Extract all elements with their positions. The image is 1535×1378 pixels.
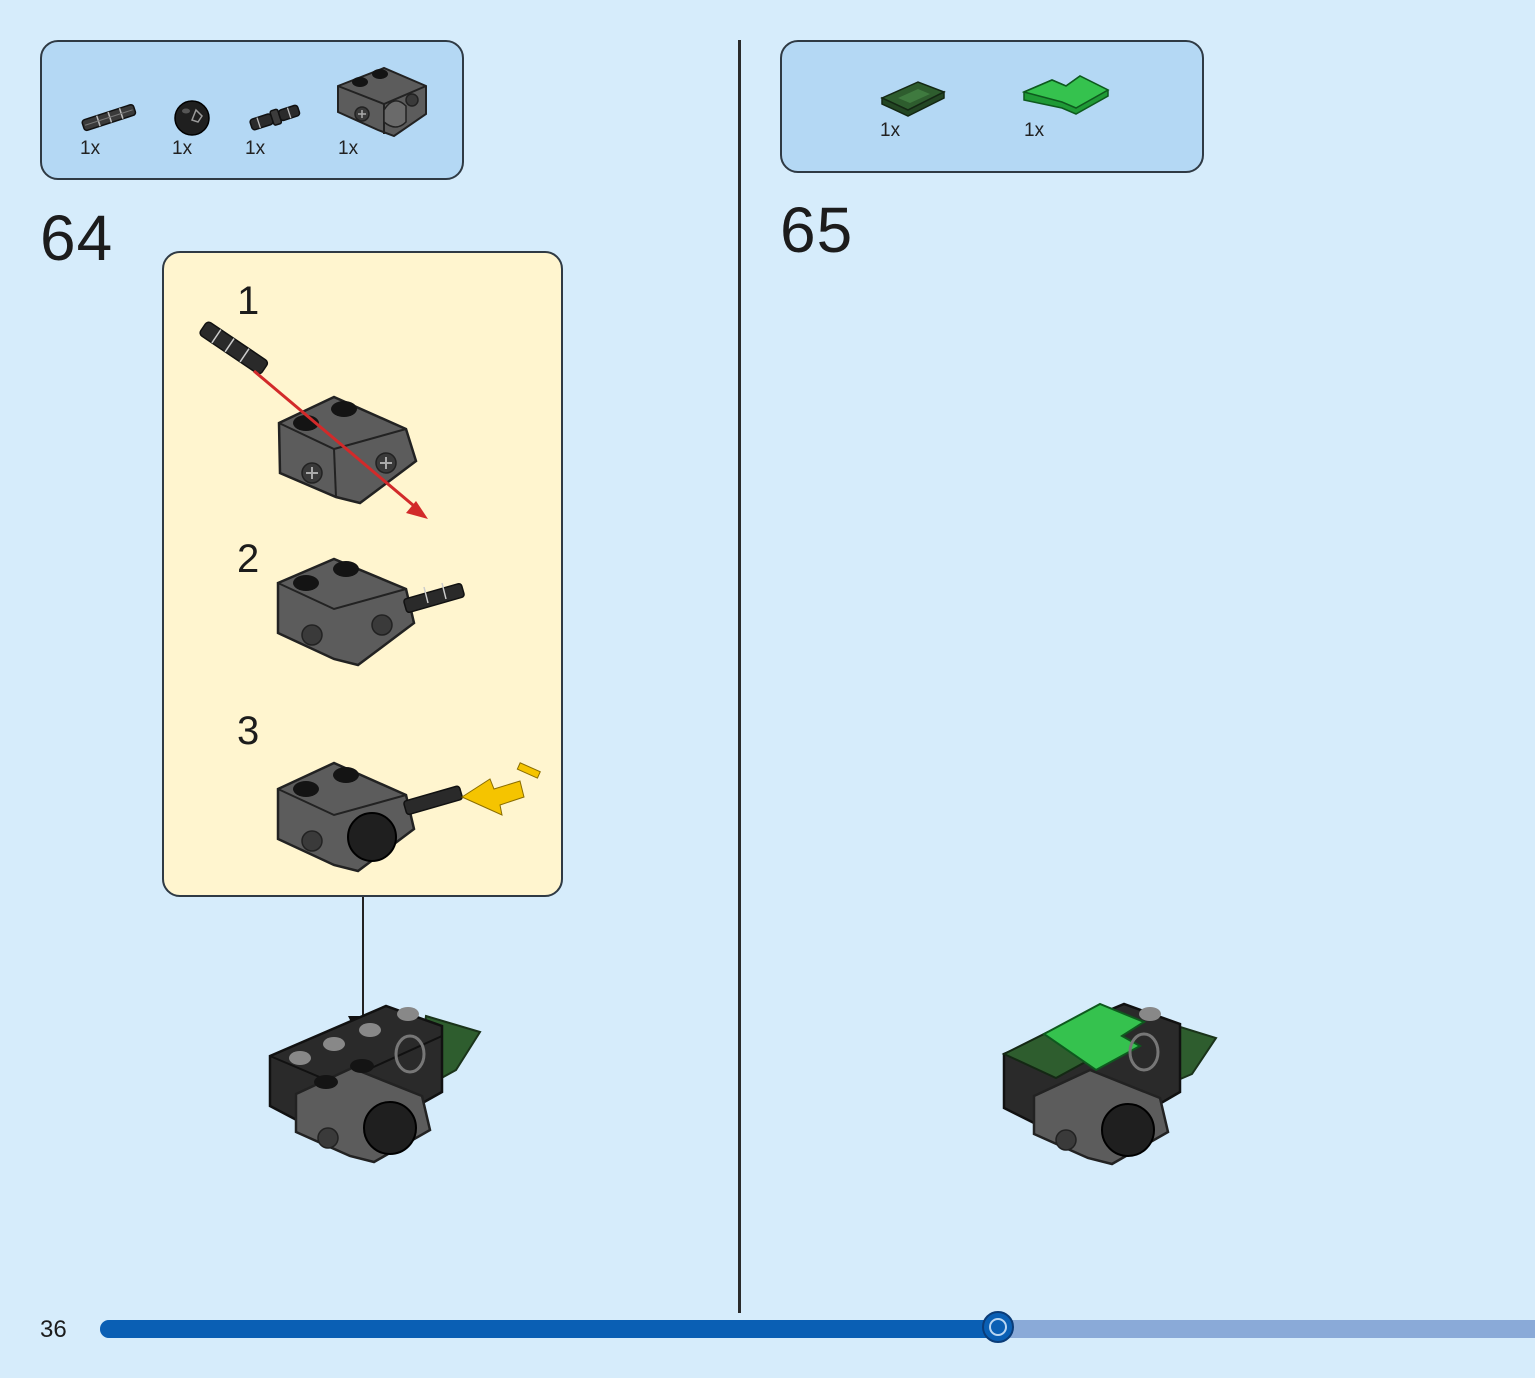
qty-label: 1x bbox=[338, 138, 359, 159]
substep-number-2: 2 bbox=[237, 537, 260, 581]
substep-number-1: 1 bbox=[237, 279, 260, 323]
ball-part-icon bbox=[172, 98, 212, 138]
axle-pin-part-icon bbox=[78, 98, 140, 138]
callout-connector-line bbox=[362, 897, 364, 1029]
qty-label: 1x bbox=[245, 138, 266, 159]
qty-label: 1x bbox=[880, 120, 901, 141]
page-number: 36 bbox=[40, 1316, 67, 1343]
substep-3-illustration bbox=[264, 753, 554, 887]
qty-label: 1x bbox=[1024, 120, 1045, 141]
build-progress-bar bbox=[100, 1311, 1535, 1343]
step-64-model-illustration bbox=[266, 996, 486, 1170]
progress-fill bbox=[100, 1320, 1000, 1338]
parts-list-step-65: 1x 1x bbox=[780, 40, 1204, 173]
beam-bracket-part-icon bbox=[334, 64, 430, 140]
step-number-65: 65 bbox=[780, 194, 854, 266]
page-divider bbox=[738, 40, 741, 1313]
step-number-64: 64 bbox=[40, 202, 114, 274]
bright-green-corner-plate-part-icon bbox=[1022, 70, 1112, 124]
dark-green-tile-part-icon bbox=[878, 76, 948, 118]
qty-label: 1x bbox=[80, 138, 101, 159]
substep-2-illustration bbox=[264, 553, 474, 677]
substep-1-illustration bbox=[184, 313, 444, 537]
progress-marker-icon bbox=[981, 1311, 1014, 1343]
sub-assembly-callout: 1 2 3 bbox=[162, 251, 563, 897]
substep-number-3: 3 bbox=[237, 709, 260, 753]
qty-label: 1x bbox=[172, 138, 193, 159]
parts-list-step-64: 1x 1x 1x bbox=[40, 40, 464, 180]
pin-connector-part-icon bbox=[244, 100, 306, 136]
step-65-model-illustration bbox=[1000, 992, 1220, 1172]
